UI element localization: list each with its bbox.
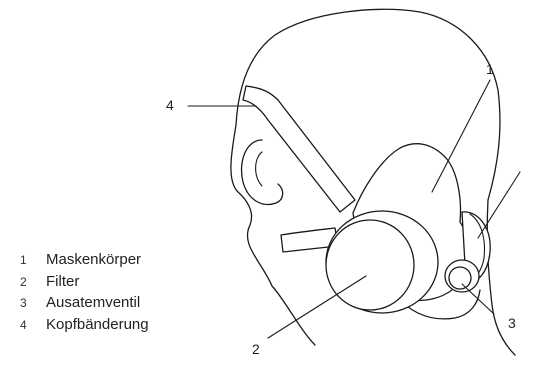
legend-number: 2 — [20, 272, 46, 294]
legend-label: Filter — [46, 273, 79, 290]
legend-label: Maskenkörper — [46, 251, 141, 268]
ear — [242, 140, 283, 204]
head-strap — [243, 86, 355, 212]
filter-face — [326, 220, 414, 310]
legend-label: Kopfbänderung — [46, 316, 149, 333]
callout-4: 4 — [166, 97, 174, 113]
legend-label: Ausatemventil — [46, 294, 140, 311]
exhalation-valve-cap — [449, 267, 471, 289]
leader-1 — [432, 80, 490, 192]
leader-3 — [462, 284, 494, 314]
legend-number: 1 — [20, 250, 46, 272]
legend-number: 3 — [20, 293, 46, 315]
leader-2 — [268, 276, 366, 338]
callout-3: 3 — [508, 315, 516, 331]
callout-2: 2 — [252, 341, 260, 357]
ear-inner — [256, 152, 262, 186]
callout-1: 1 — [486, 61, 494, 77]
legend-number: 4 — [20, 315, 46, 337]
neck-back — [487, 200, 515, 355]
leader-rear — [478, 172, 520, 238]
